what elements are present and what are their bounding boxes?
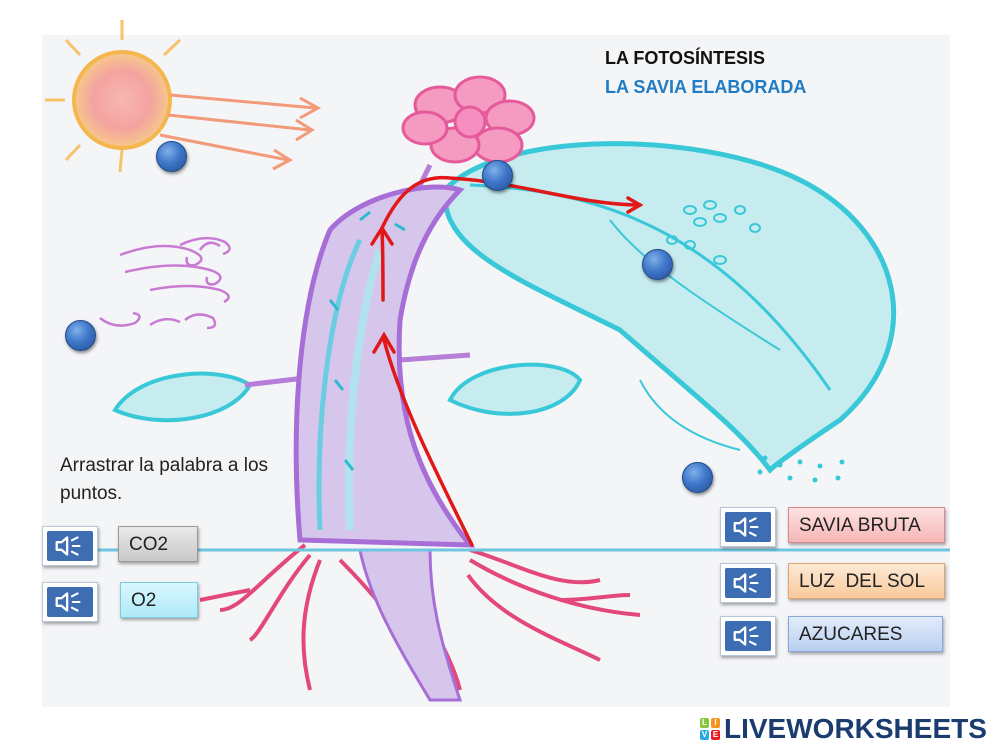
speaker-icon	[733, 573, 759, 593]
speaker-icon	[733, 517, 759, 537]
audio-button-co2[interactable]	[42, 526, 98, 566]
small-leaves-drawing	[112, 352, 583, 423]
instruction-text: Arrastrar la palabra a los puntos.	[60, 455, 269, 504]
logo-badge-l: L	[700, 718, 709, 728]
audio-button-luz-del-sol[interactable]	[720, 563, 776, 603]
worksheet-subtitle: LA SAVIA ELABORADA	[605, 77, 807, 97]
speaker-icon-bg	[725, 568, 771, 598]
word-savia-bruta[interactable]: SAVIA BRUTA	[788, 507, 945, 543]
logo-text: LIVEWORKSHEETS	[724, 713, 987, 744]
root-core-drawing	[358, 548, 463, 702]
drop-dot-sun[interactable]	[156, 141, 187, 172]
speaker-icon	[55, 592, 81, 612]
speaker-icon	[55, 536, 81, 556]
drop-dot-leaf-tip[interactable]	[682, 462, 713, 493]
drop-dot-leaf[interactable]	[642, 249, 673, 280]
speaker-icon	[733, 626, 759, 646]
word-luz-del-sol[interactable]: LUZ DEL SOL	[788, 563, 945, 599]
audio-button-savia-bruta[interactable]	[720, 507, 776, 547]
speaker-icon-bg	[725, 621, 771, 651]
large-leaf-drawing	[442, 141, 897, 483]
speaker-icon-bg	[725, 512, 771, 542]
speaker-icon-bg	[47, 587, 93, 617]
logo-badge: L I V E	[700, 718, 720, 740]
drop-dot-flower[interactable]	[482, 160, 513, 191]
drop-dot-wind[interactable]	[65, 320, 96, 351]
logo-badge-e: E	[711, 730, 720, 740]
liveworksheets-logo: L I V E LIVEWORKSHEETS	[700, 712, 987, 746]
worksheet-title: LA FOTOSÍNTESIS	[605, 48, 766, 68]
flower-drawing	[387, 75, 536, 261]
sun-drawing	[45, 20, 322, 173]
wind-drawing	[99, 236, 231, 330]
stem-drawing	[293, 184, 476, 548]
audio-button-azucares[interactable]	[720, 616, 776, 656]
word-o2[interactable]: O2	[120, 582, 198, 618]
logo-badge-v: V	[700, 730, 709, 740]
logo-badge-i: I	[711, 718, 720, 728]
word-azucares[interactable]: AZUCARES	[788, 616, 943, 652]
audio-button-o2[interactable]	[42, 582, 98, 622]
speaker-icon-bg	[47, 531, 93, 561]
sap-flow-arrows	[370, 175, 644, 547]
word-co2[interactable]: CO2	[118, 526, 198, 562]
